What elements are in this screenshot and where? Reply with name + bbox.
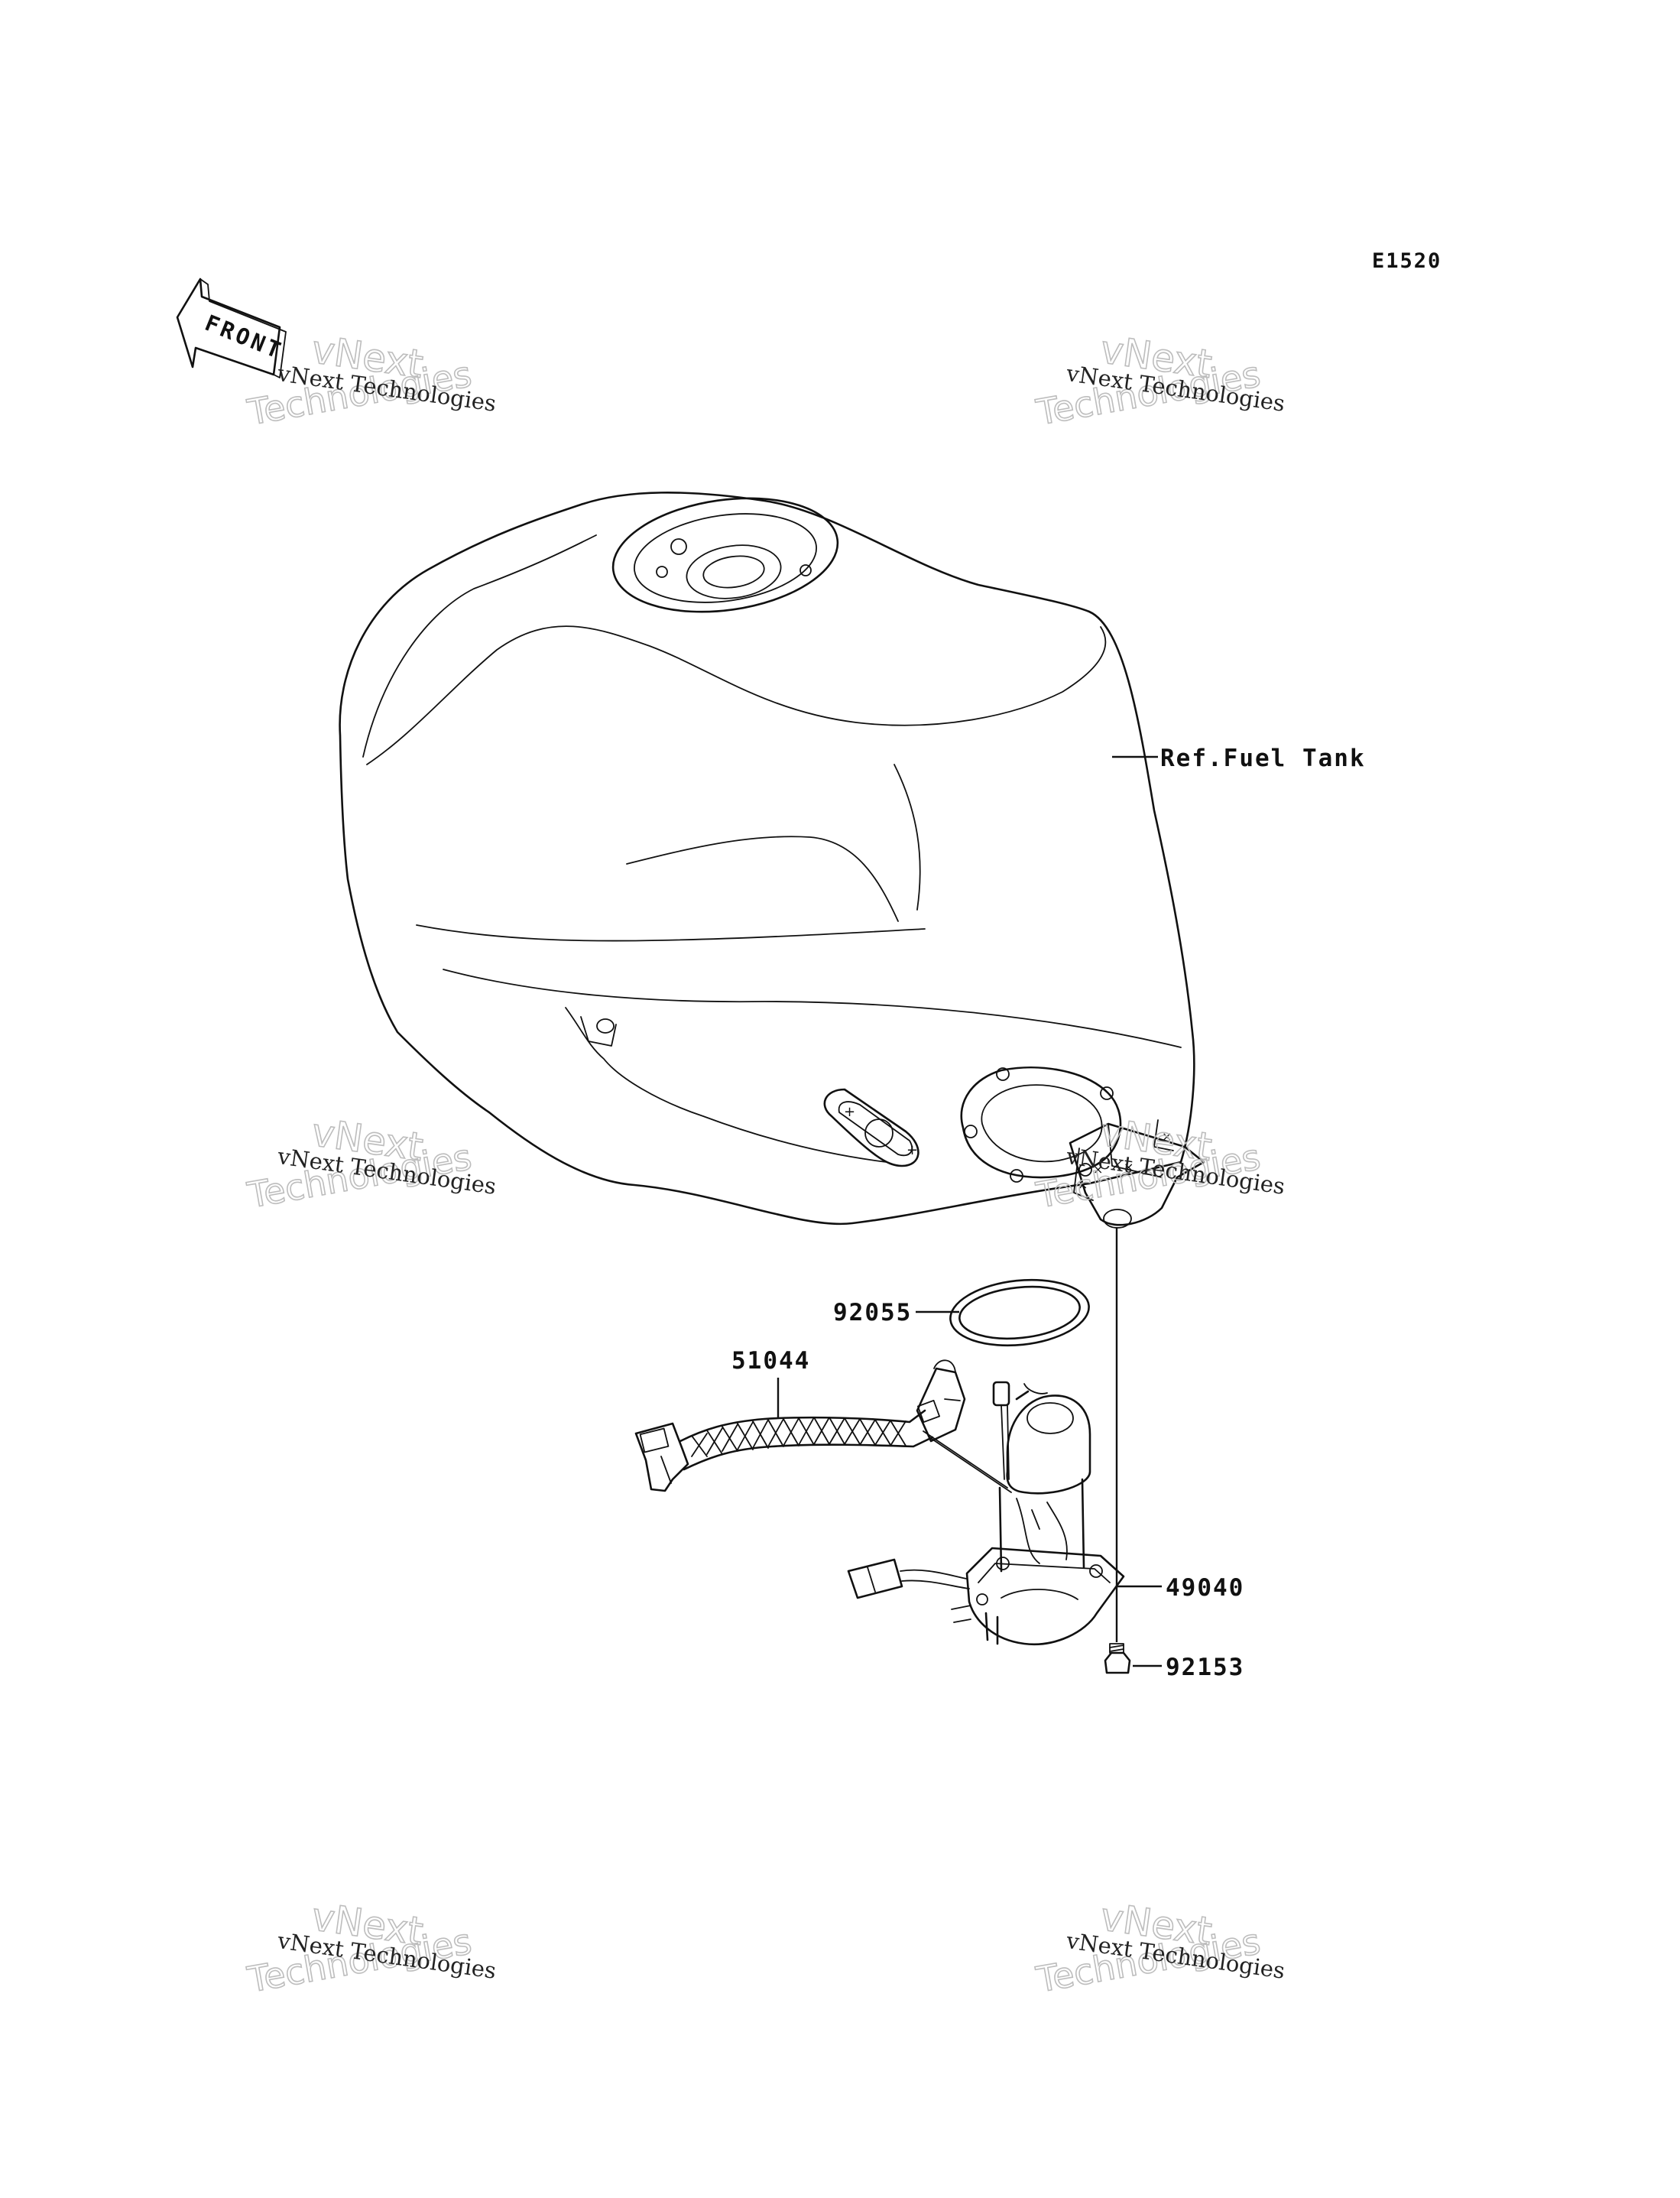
fuel-tank: + + × × × × [339,492,1205,1229]
bolt [1104,1643,1131,1674]
watermark-mid-right: vNext Technologies vNext Technologies [1033,1109,1287,1216]
part-number-49040: 49040 [1166,1574,1244,1602]
watermark-top-right: vNext Technologies vNext Technologies [1033,326,1287,433]
svg-text:×: × [1162,1129,1172,1144]
svg-text:×: × [1124,1160,1134,1174]
ref-fuel-tank-label: Ref.Fuel Tank [1160,745,1366,772]
o-ring [949,1278,1090,1347]
side-mount: + + [823,1088,919,1167]
wiring-harness [634,1359,966,1492]
part-number-92055: 92055 [833,1299,912,1326]
diagram-code: E1520 [1372,249,1442,273]
svg-text:×: × [1078,1177,1088,1192]
svg-text:×: × [1093,1162,1103,1177]
filler-cap [611,497,839,613]
braid-pattern [691,1417,906,1457]
watermark-mid-left: vNext Technologies vNext Technologies [244,1109,498,1216]
watermark-bottom-left: vNext Technologies vNext Technologies [244,1894,498,2001]
part-number-92153: 92153 [1166,1654,1244,1681]
front-arrow-icon: FRONT [176,278,287,378]
fuel-pump-assembly [847,1381,1125,1646]
pump-mount-opening: × × × × [960,1066,1205,1229]
watermark-bottom-right: vNext Technologies vNext Technologies [1033,1894,1287,2001]
svg-text:+: + [906,1142,918,1158]
front-label: FRONT [201,310,287,365]
svg-text:+: + [844,1104,855,1120]
part-number-51044: 51044 [731,1347,810,1375]
